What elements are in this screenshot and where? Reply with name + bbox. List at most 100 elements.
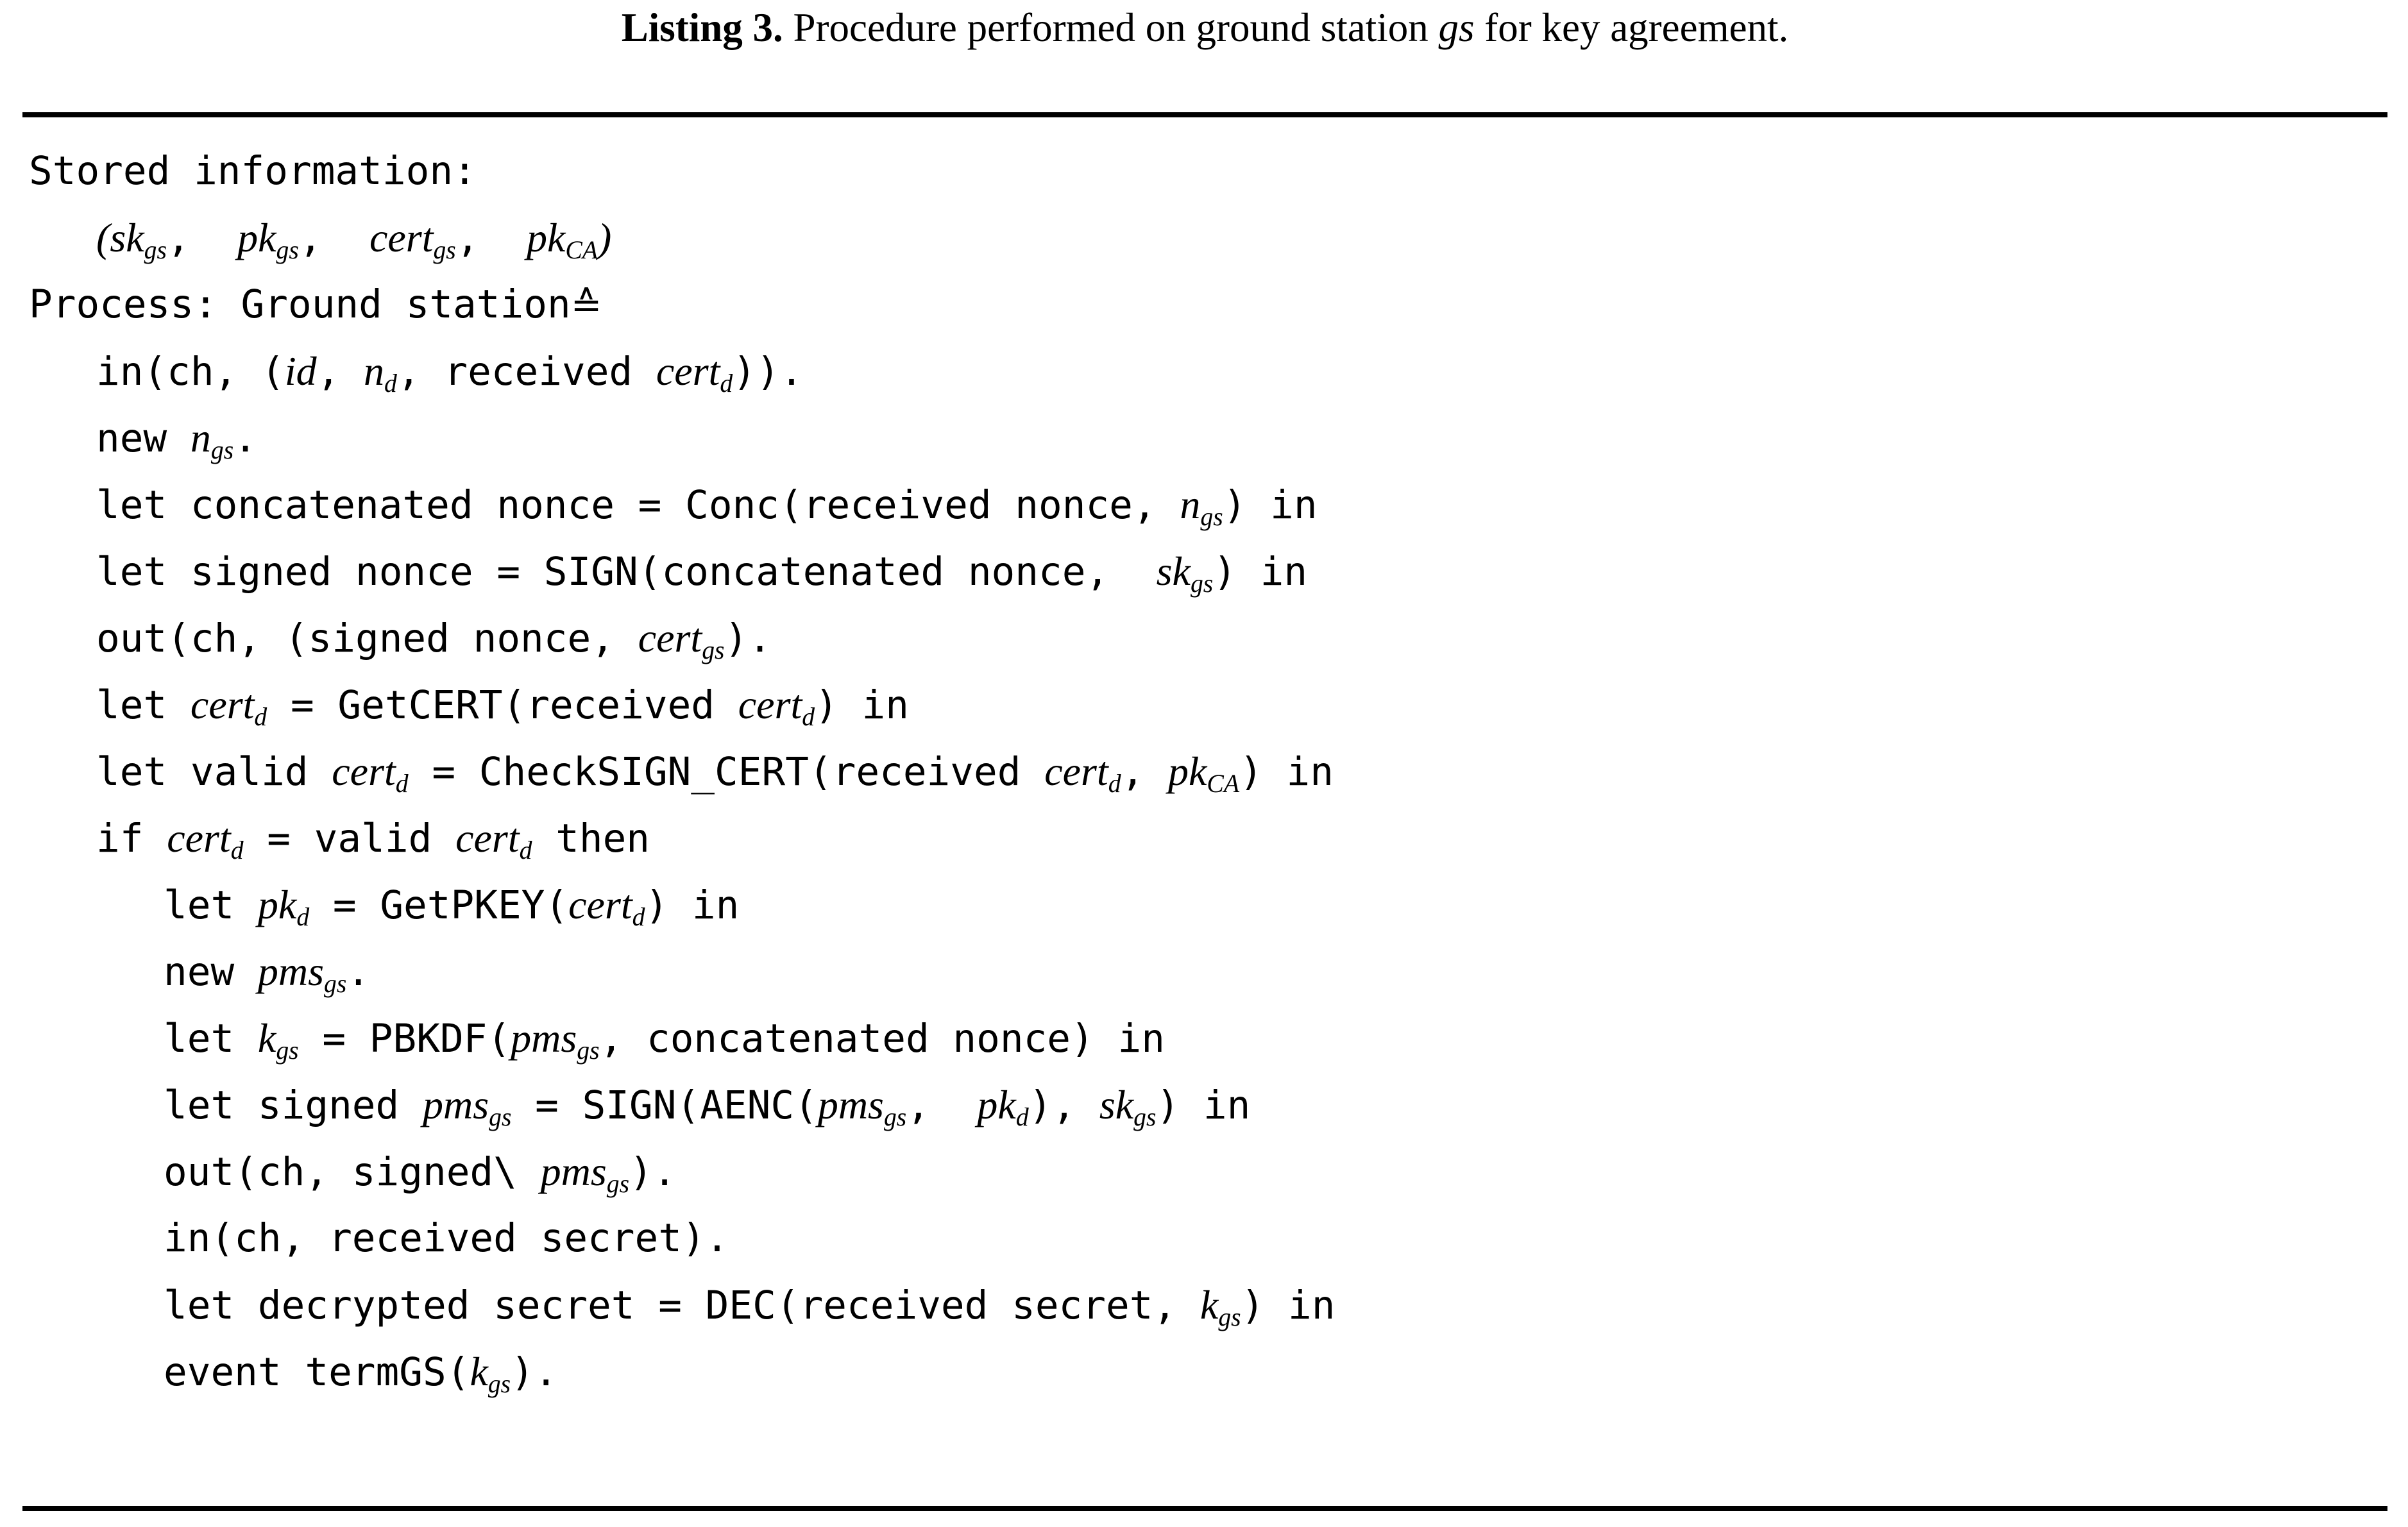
code-line-if-cert-d-valid-then: if certd = valid certd then bbox=[29, 805, 2389, 872]
top-rule bbox=[22, 112, 2387, 117]
sep-comma-1: , bbox=[166, 215, 238, 261]
fn-sign-aenc: = SIGN(AENC( bbox=[511, 1083, 818, 1128]
kw-let-signed: let signed bbox=[164, 1083, 423, 1128]
listing-caption-label: Listing 3. bbox=[621, 5, 783, 50]
kw-received-1: received bbox=[444, 349, 656, 394]
code-line-event-termgs: event termGS(kgs). bbox=[29, 1338, 2389, 1405]
var-n-gs: ngs bbox=[190, 415, 234, 465]
fn-getpkey: = GetPKEY( bbox=[309, 882, 569, 928]
var-cert-d-4: certd bbox=[332, 748, 409, 798]
code-line-let-signed-pms-sign-aenc: let signed pmsgs = SIGN(AENC(pmsgs, pkd)… bbox=[29, 1072, 2389, 1138]
stmt-let-concatenated-nonce: let concatenated nonce = Conc(received n… bbox=[96, 482, 1180, 528]
code-line-in-ch-id-nonce-cert: in(ch, (id, nd, received certd)). bbox=[29, 338, 2389, 405]
paren-close: ) bbox=[598, 215, 612, 260]
var-cert-d-6: certd bbox=[167, 815, 244, 865]
code-line-let-concatenated-nonce: let concatenated nonce = Conc(received n… bbox=[29, 471, 2389, 538]
fn-out-open-1: out(ch, (signed nonce, bbox=[96, 616, 638, 661]
listing-caption-text-after: for key agreement. bbox=[1474, 5, 1789, 50]
close-paren-comma: ), bbox=[1028, 1083, 1099, 1128]
close-in-2: ) in bbox=[1213, 549, 1308, 595]
var-k-gs-3: kgs bbox=[470, 1349, 511, 1399]
code-line-out-ch-signed-pms: out(ch, signed\ pmsgs). bbox=[29, 1138, 2389, 1205]
var-k-gs-1: kgs bbox=[257, 1015, 299, 1065]
var-n-d: nd bbox=[364, 348, 397, 398]
paren-open: ( bbox=[96, 215, 110, 260]
code-line-let-k-gs-pbkdf: let kgs = PBKDF(pmsgs, concatenated nonc… bbox=[29, 1005, 2389, 1072]
kw-new-2: new bbox=[164, 949, 258, 995]
code-line-new-pms-gs: new pmsgs. bbox=[29, 938, 2389, 1005]
var-pms-gs-3: pmsgs bbox=[422, 1082, 512, 1132]
arg-concatenated-nonce: , concatenated nonce) in bbox=[599, 1016, 1165, 1061]
close-dot-2: ). bbox=[629, 1149, 677, 1195]
var-pk-d: pkd bbox=[257, 882, 310, 932]
dot-1: . bbox=[233, 416, 257, 461]
var-pms-gs-2: pmsgs bbox=[511, 1015, 600, 1065]
code-line-out-ch-signed-nonce-cert: out(ch, (signed nonce, certgs). bbox=[29, 605, 2389, 671]
sep-comma-3: , bbox=[455, 215, 527, 261]
fn-in-open: in(ch, ( bbox=[96, 349, 285, 394]
listing-caption: Listing 3. Procedure performed on ground… bbox=[22, 5, 2387, 51]
kw-new-1: new bbox=[96, 416, 191, 461]
close-in-3: ) in bbox=[815, 682, 910, 728]
var-cert-d-8: certd bbox=[568, 882, 645, 932]
var-cert-d-5: certd bbox=[1044, 748, 1121, 798]
code-line-let-signed-nonce: let signed nonce = SIGN(concatenated non… bbox=[29, 538, 2389, 605]
kw-if: if bbox=[96, 816, 167, 861]
listing-code-body: Stored information: (skgs, pkgs, certgs,… bbox=[29, 138, 2389, 1405]
var-sk-gs-3: skgs bbox=[1099, 1082, 1157, 1132]
var-pms-gs-5: pmsgs bbox=[540, 1149, 630, 1199]
var-cert-d-3: certd bbox=[738, 682, 815, 732]
stmt-let-signed-nonce: let signed nonce = SIGN(concatenated non… bbox=[96, 549, 1157, 595]
close-dot-1: ). bbox=[724, 616, 772, 661]
var-n-gs-2: ngs bbox=[1180, 482, 1223, 532]
kw-let-valid: let valid bbox=[96, 749, 332, 795]
close-in-7: ) in bbox=[1241, 1283, 1335, 1328]
var-pms-gs-4: pmsgs bbox=[817, 1082, 907, 1132]
var-pk-gs: pkgs bbox=[237, 215, 299, 265]
fn-pbkdf: = PBKDF( bbox=[298, 1016, 511, 1061]
bottom-rule bbox=[22, 1506, 2387, 1511]
kw-let-3: let bbox=[164, 1016, 258, 1061]
fn-checksign-cert: = CheckSIGN_CERT(received bbox=[408, 749, 1045, 795]
sep-comma-2: , bbox=[298, 215, 369, 261]
code-line-stored-information-header: Stored information: bbox=[29, 138, 2389, 205]
close-in-4: ) in bbox=[1239, 749, 1334, 795]
var-pk-ca: pkCA bbox=[526, 215, 598, 265]
kw-process-ground-station: Process: Ground station bbox=[29, 282, 571, 327]
close-in-5: ) in bbox=[645, 882, 740, 928]
kw-let-1: let bbox=[96, 682, 191, 728]
stmt-let-decrypted-secret: let decrypted secret = DEC(received secr… bbox=[164, 1283, 1200, 1328]
code-line-new-nonce-gs: new ngs. bbox=[29, 405, 2389, 471]
op-eq-valid: = valid bbox=[243, 816, 456, 861]
code-line-let-decrypted-secret-dec: let decrypted secret = DEC(received secr… bbox=[29, 1272, 2389, 1338]
sep-comma-7: , bbox=[906, 1083, 978, 1128]
listing-caption-text-before: Procedure performed on ground station bbox=[783, 5, 1439, 50]
kw-then: then bbox=[532, 816, 650, 861]
kw-stored-information: Stored information: bbox=[29, 148, 477, 194]
fn-out-open-2: out(ch, signed\ bbox=[164, 1149, 541, 1195]
code-line-let-cert-d-getcert: let certd = GetCERT(received certd) in bbox=[29, 671, 2389, 738]
var-pk-d-2: pkd bbox=[977, 1082, 1029, 1132]
fn-in-received-secret: in(ch, received secret). bbox=[164, 1215, 729, 1261]
var-cert-d-7: certd bbox=[455, 815, 532, 865]
listing-caption-italic-term: gs bbox=[1438, 5, 1475, 50]
var-pms-gs-1: pmsgs bbox=[257, 949, 347, 999]
kw-let-2: let bbox=[164, 882, 258, 928]
var-sk-gs-2: skgs bbox=[1156, 548, 1214, 598]
var-cert-gs: certgs bbox=[369, 215, 456, 265]
close-close-dot: )). bbox=[733, 349, 804, 394]
sep-comma-4: , bbox=[316, 349, 364, 394]
sep-comma-5: , bbox=[396, 349, 445, 394]
code-line-process-header: Process: Ground station≙ bbox=[29, 271, 2389, 338]
code-line-stored-keys-tuple: (skgs, pkgs, certgs, pkCA) bbox=[29, 205, 2389, 271]
close-in-1: ) in bbox=[1223, 482, 1318, 528]
code-line-let-pk-d-getpkey: let pkd = GetPKEY(certd) in bbox=[29, 872, 2389, 938]
sep-comma-6: , bbox=[1121, 749, 1168, 795]
var-cert-gs-2: certgs bbox=[638, 615, 725, 665]
var-pk-ca-2: pkCA bbox=[1167, 748, 1240, 798]
var-k-gs-2: kgs bbox=[1200, 1282, 1241, 1332]
dot-2: . bbox=[346, 949, 371, 995]
close-in-6: ) in bbox=[1156, 1083, 1251, 1128]
kw-event-termgs: event termGS( bbox=[164, 1349, 470, 1395]
